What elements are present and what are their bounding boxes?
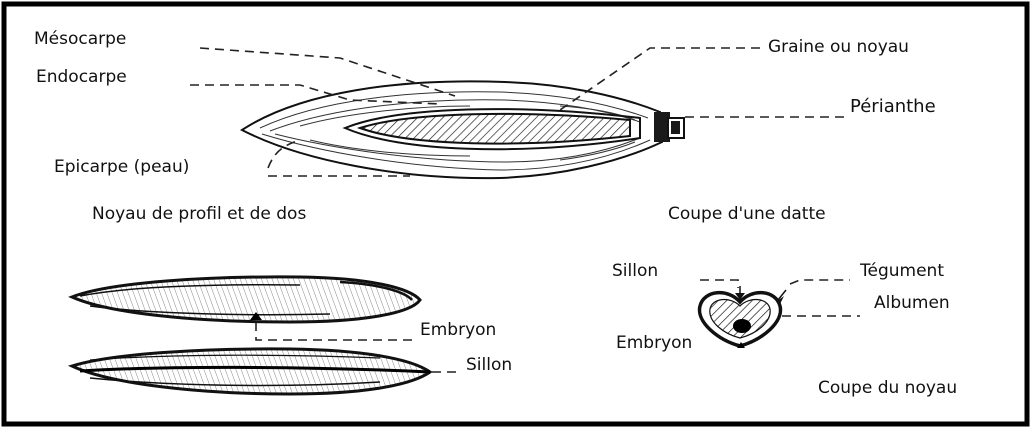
caption-coupe-noyau: Coupe du noyau bbox=[818, 378, 957, 398]
label-sillon-left: Sillon bbox=[466, 355, 512, 375]
stone-dorsal-view bbox=[72, 349, 430, 394]
label-perianthe: Périanthe bbox=[850, 96, 936, 117]
seed-hatched bbox=[360, 114, 630, 144]
label-graine: Graine ou noyau bbox=[768, 37, 909, 57]
embryon-left-leader bbox=[256, 322, 415, 340]
label-mesocarpe: Mésocarpe bbox=[34, 29, 126, 49]
label-epicarpe: Epicarpe (peau) bbox=[54, 157, 189, 177]
stone-profile-view bbox=[72, 277, 420, 322]
label-endocarpe: Endocarpe bbox=[36, 67, 127, 87]
stone-cross-section bbox=[700, 286, 786, 348]
caption-noyau-profil: Noyau de profil et de dos bbox=[92, 204, 306, 224]
perianth-cap bbox=[654, 112, 684, 142]
label-sillon-right: Sillon bbox=[612, 261, 658, 281]
label-albumen: Albumen bbox=[874, 293, 950, 313]
date-fruit-section bbox=[242, 81, 684, 178]
top-leader-lines bbox=[190, 48, 845, 176]
label-embryon-right: Embryon bbox=[616, 333, 692, 353]
label-embryon-left: Embryon bbox=[420, 320, 496, 340]
caption-coupe-datte: Coupe d'une datte bbox=[668, 204, 826, 224]
label-tegument: Tégument bbox=[859, 261, 944, 281]
